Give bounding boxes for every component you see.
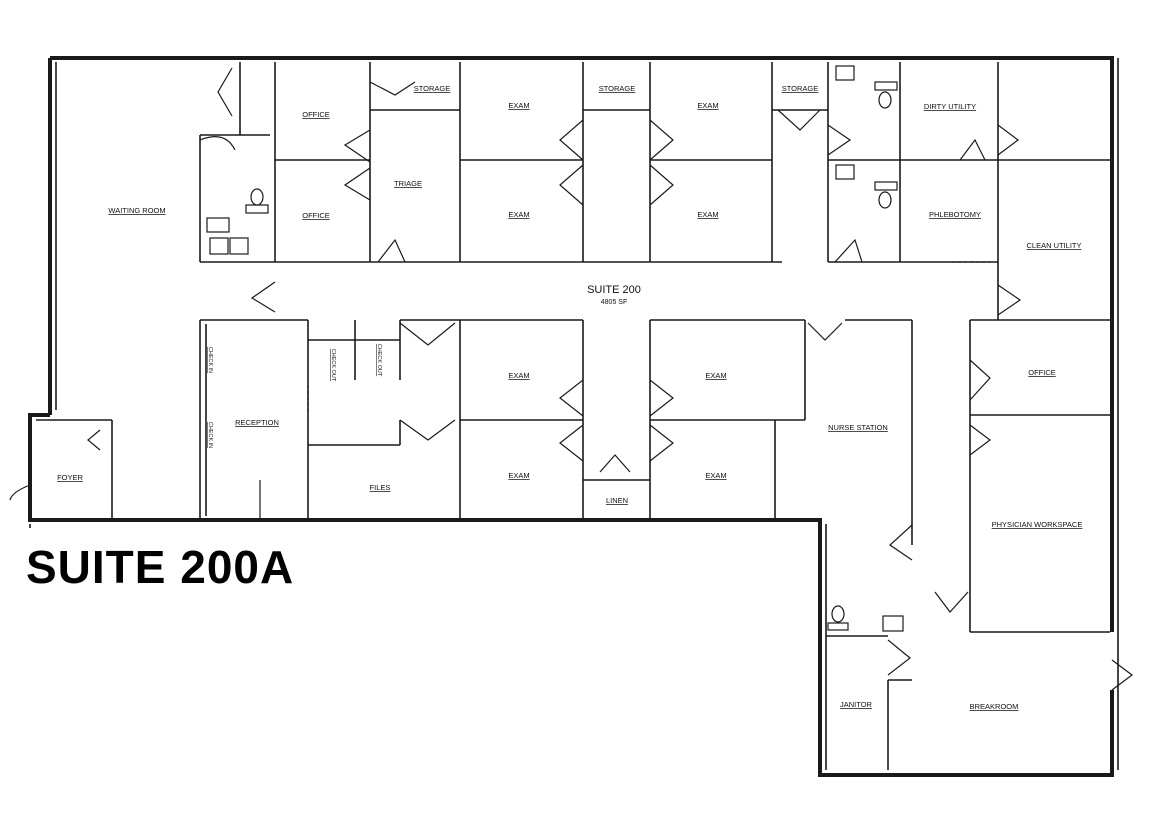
label-check-in-2: CHECK IN: [207, 422, 213, 448]
label-check-in-1: CHECK IN: [207, 347, 213, 373]
label-exam-4: EXAM: [697, 210, 718, 219]
label-files: FILES: [370, 483, 391, 492]
label-office-3: OFFICE: [1028, 368, 1056, 377]
label-storage-2: STORAGE: [599, 84, 636, 93]
label-check-out-2: CHECK OUT: [376, 344, 382, 377]
label-dirty-utility: DIRTY UTILITY: [924, 102, 976, 111]
label-nurse-station: NURSE STATION: [828, 423, 888, 432]
suite-name: SUITE 200: [587, 284, 641, 296]
interior-walls: [36, 62, 1110, 770]
label-exam-7: EXAM: [508, 471, 529, 480]
label-linen: LINEN: [606, 496, 628, 505]
label-triage: TRIAGE: [394, 179, 422, 188]
plumbing-fixtures: [206, 65, 904, 632]
label-storage-3: STORAGE: [782, 84, 819, 93]
label-exam-5: EXAM: [508, 371, 529, 380]
room-labels: WAITING ROOM FOYER RECEPTION CHECK IN CH…: [57, 84, 1082, 711]
label-exam-3: EXAM: [508, 210, 529, 219]
label-storage-1: STORAGE: [414, 84, 451, 93]
door-swings: [9, 67, 1133, 691]
label-reception: RECEPTION: [235, 418, 279, 427]
label-exam-8: EXAM: [705, 471, 726, 480]
label-clean-utility: CLEAN UTILITY: [1026, 241, 1081, 250]
label-office-1: OFFICE: [302, 110, 330, 119]
label-office-2: OFFICE: [302, 211, 330, 220]
suite-title: SUITE 200A: [26, 541, 295, 593]
label-breakroom: BREAKROOM: [970, 702, 1019, 711]
label-exam-6: EXAM: [705, 371, 726, 380]
label-physician-workspace: PHYSICIAN WORKSPACE: [992, 520, 1083, 529]
label-phlebotomy: PHLEBOTOMY: [929, 210, 981, 219]
label-janitor: JANITOR: [840, 700, 873, 709]
label-exam-1: EXAM: [508, 101, 529, 110]
suite-area: 4805 SF: [601, 299, 627, 306]
label-exam-2: EXAM: [697, 101, 718, 110]
label-foyer: FOYER: [57, 473, 83, 482]
label-check-out-1: CHECK OUT: [330, 349, 336, 382]
exterior-walls: [28, 56, 1119, 777]
label-waiting-room: WAITING ROOM: [108, 206, 165, 215]
